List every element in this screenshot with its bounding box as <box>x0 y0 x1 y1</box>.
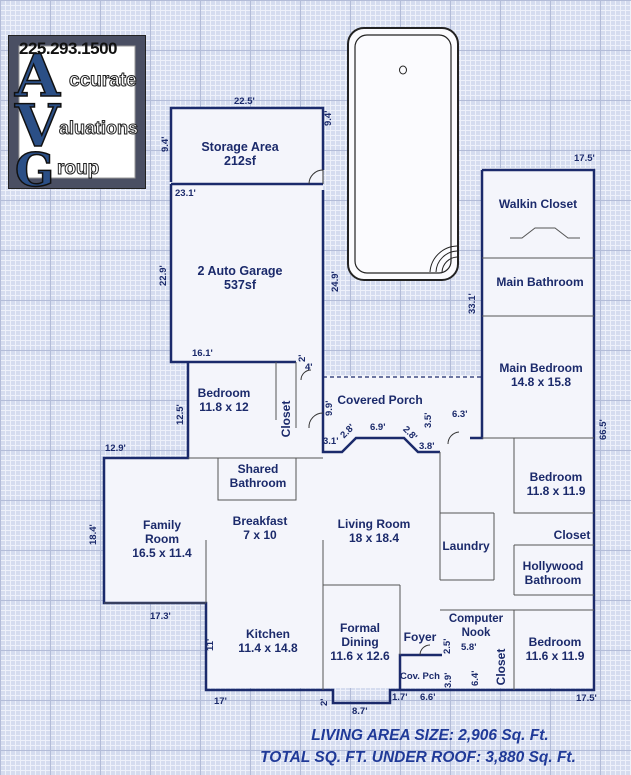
foyer-label: Foyer <box>403 630 437 644</box>
laundry-label: Laundry <box>442 539 490 553</box>
company-logo: A V G 225.293.1500 ccurate aluations rou… <box>8 35 146 189</box>
dim-bed1-left: 12.5' <box>175 404 186 425</box>
dim-3-9: 3.9' <box>443 672 454 688</box>
dim-kitchen-left: 11' <box>205 638 216 651</box>
dim-storage-left: 9.4' <box>160 136 171 152</box>
dim-kitchen-bottom: 17' <box>214 696 227 707</box>
cov-pch-label: Cov. Pch <box>400 671 440 682</box>
dim-2ft-b: 2' <box>319 698 330 706</box>
shared-bathroom-label: Shared Bathroom <box>229 462 287 490</box>
closet-3-label: Closet <box>494 648 508 686</box>
svg-text:A: A <box>14 42 61 110</box>
dim-3-8: 3.8' <box>419 441 435 452</box>
logo-line1: ccurate <box>69 70 138 92</box>
dim-4ft: 4' <box>305 362 313 373</box>
dim-6-9: 6.9' <box>370 422 386 433</box>
dim-5-8: 5.8' <box>461 642 477 653</box>
dim-right-overall: 66.5' <box>598 419 609 440</box>
svg-text:G: G <box>15 143 54 188</box>
computer-nook-label: Computer Nook <box>448 613 504 639</box>
dim-porch-left: 9.9' <box>324 400 335 416</box>
svg-text:V: V <box>14 92 61 160</box>
walkin-closet-label: Walkin Closet <box>498 197 578 211</box>
dim-bottom-right: 17.5' <box>576 693 597 704</box>
dim-main-top: 17.5' <box>574 153 595 164</box>
hollywood-bathroom-label: Hollywood Bathroom <box>522 559 584 587</box>
logo-line2: aluations <box>58 118 139 139</box>
logo-line3: roup <box>56 158 100 180</box>
dim-family-left: 18.4' <box>88 524 99 545</box>
closet-2-label: Closet <box>553 528 591 542</box>
door-swings <box>300 169 460 656</box>
dim-6-6: 6.6' <box>420 692 436 703</box>
dim-garage-bottom: 16.1' <box>192 348 213 359</box>
dim-garage-left: 22.9' <box>158 265 169 286</box>
dim-family-top: 12.9' <box>105 443 126 454</box>
total-area-summary: TOTAL SQ. FT. UNDER ROOF: 3,880 Sq. Ft. <box>260 749 576 766</box>
pool <box>347 27 459 281</box>
dim-dining-bottom: 8.7' <box>352 706 368 717</box>
dim-family-bottom: 17.3' <box>150 611 171 622</box>
dim-garage-right: 24.9' <box>330 271 341 292</box>
dim-6-4: 6.4' <box>470 670 481 686</box>
dim-storage-top: 22.5' <box>234 96 255 107</box>
living-area-summary: LIVING AREA SIZE: 2,906 Sq. Ft. <box>311 727 549 744</box>
dim-garage-top: 23.1' <box>175 188 196 199</box>
closet-1-label: Closet <box>279 400 293 438</box>
logo-phone: 225.293.1500 <box>19 39 118 58</box>
dim-2-5: 2.5' <box>442 638 453 654</box>
dim-6-3: 6.3' <box>452 409 468 420</box>
dim-2ft-a: 2' <box>297 354 308 362</box>
dim-storage-right: 9.4' <box>323 110 334 126</box>
dim-3-5: 3.5' <box>423 412 434 428</box>
dim-3-1: 3.1' <box>323 436 339 447</box>
dim-main-left: 33.1' <box>467 293 478 314</box>
covered-porch-label: Covered Porch <box>337 393 423 407</box>
main-bathroom-label: Main Bathroom <box>496 275 584 289</box>
interior-walls <box>104 227 594 690</box>
floor-fill <box>104 108 594 688</box>
dim-1-7: 1.7' <box>392 692 408 703</box>
